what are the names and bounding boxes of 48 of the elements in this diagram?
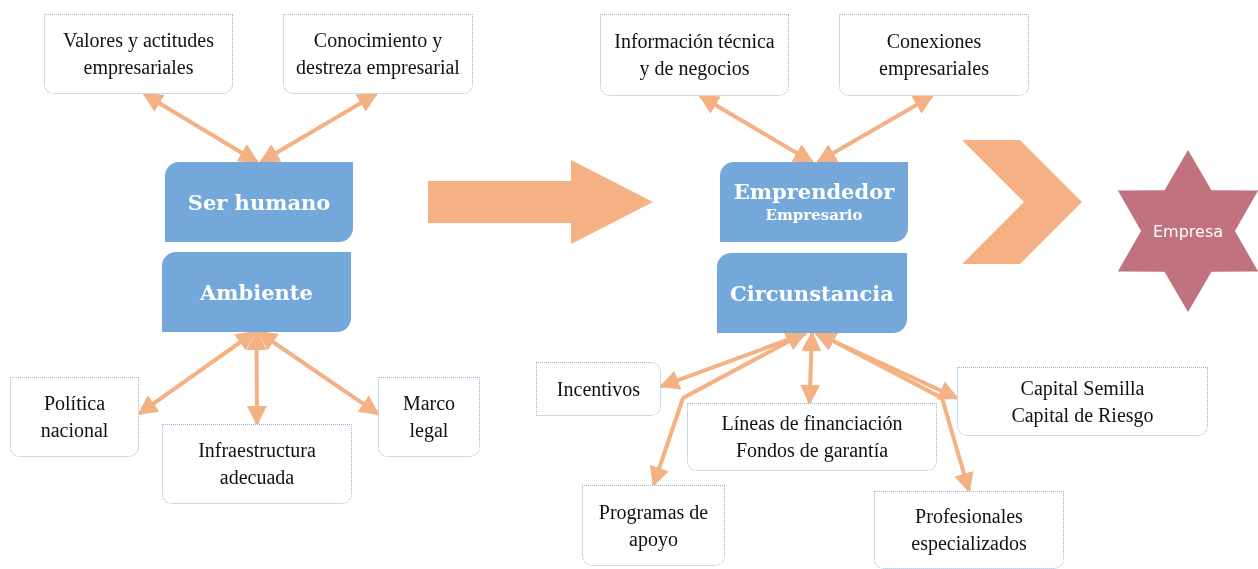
box-label: Profesionales especializados — [910, 504, 1028, 557]
text-box — [600, 14, 789, 96]
text-box — [687, 403, 937, 471]
box-label: Infraestructura adecuada — [197, 438, 317, 490]
box-label: Ambiente — [200, 279, 313, 305]
box-label: Circunstancia — [730, 280, 894, 306]
concept-box — [165, 162, 353, 242]
box-label: Capital Semilla — [1020, 375, 1145, 402]
text-box — [10, 377, 139, 457]
block-arrow — [428, 160, 653, 244]
text-box — [536, 362, 661, 416]
box-label: Marco legal — [401, 391, 457, 444]
text-box — [378, 377, 480, 457]
double-arrow — [246, 330, 267, 426]
text-box — [874, 491, 1064, 569]
box-label: Líneas de financiación — [721, 411, 903, 436]
box-label: Información técnica y de negocios — [613, 29, 776, 82]
double-arrow — [814, 331, 959, 400]
box-label: Capital de Riesgo — [1011, 402, 1154, 429]
concept-box — [162, 252, 351, 332]
box-label: Emprendedor — [733, 178, 895, 204]
double-arrow — [256, 330, 380, 416]
box-label: Fondos de garantía — [735, 438, 889, 464]
text-box — [162, 424, 352, 504]
box-label: Programas de apoyo — [597, 499, 710, 553]
concept-box — [717, 253, 907, 333]
double-arrow — [800, 331, 822, 405]
text-box — [44, 14, 233, 94]
double-arrow — [137, 330, 257, 416]
box-label: Ser humano — [187, 189, 331, 215]
text-box — [283, 14, 473, 94]
concept-box — [720, 162, 908, 242]
box-label: Empresa — [1152, 221, 1224, 241]
star-shape — [1118, 150, 1258, 312]
box-label: Conocimiento y destreza empresarial — [295, 28, 461, 81]
box-label: Valores y actitudes empresariales — [61, 28, 216, 81]
text-box — [957, 367, 1208, 436]
box-label: Incentivos — [556, 376, 641, 402]
chevron-arrow — [962, 140, 1082, 264]
box-label: Política nacional — [39, 391, 110, 443]
double-arrow — [259, 92, 378, 164]
box-label: Conexiones empresariales — [878, 29, 990, 82]
text-box — [582, 485, 725, 566]
double-arrow — [698, 94, 814, 164]
text-box — [839, 14, 1029, 96]
double-arrow — [142, 92, 259, 164]
box-label: Empresario — [765, 204, 863, 226]
double-arrow — [816, 94, 934, 164]
